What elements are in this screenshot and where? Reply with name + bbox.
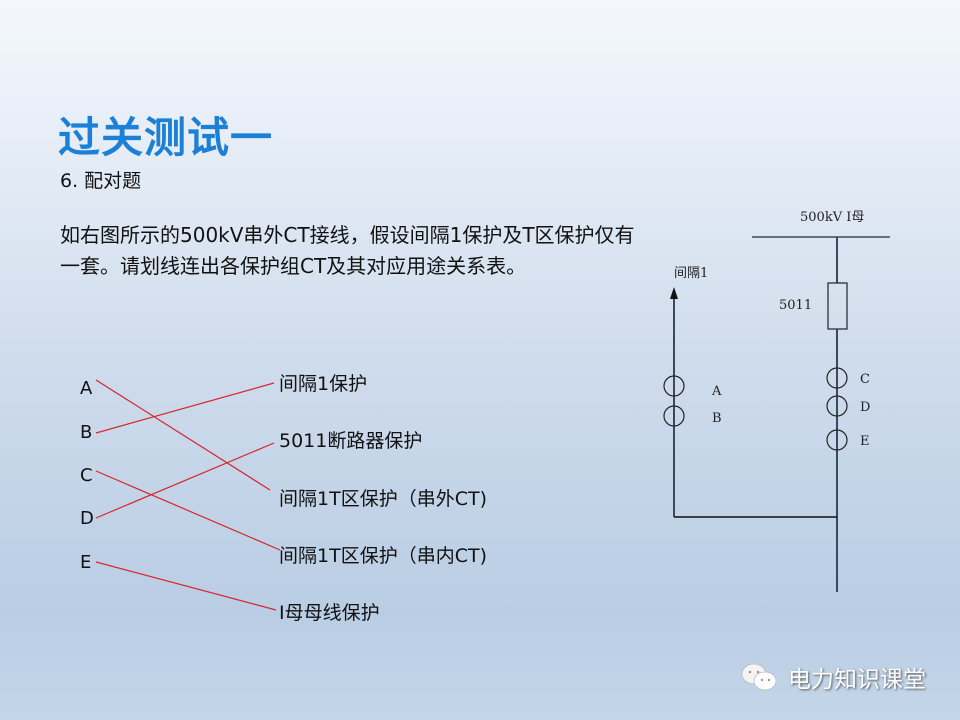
wechat-icon <box>741 663 777 691</box>
letter-a: A <box>80 378 93 399</box>
ct-label-b: B <box>712 411 722 426</box>
letter-b: B <box>80 422 93 443</box>
bus-label: 500kV I母 <box>800 210 865 225</box>
ct-label-d: D <box>860 400 871 415</box>
bay-label: 间隔1 <box>674 266 709 281</box>
question-text: 如右图所示的500kV串外CT接线，假设间隔1保护及T区保护仅有一套。请划线连出… <box>60 223 635 278</box>
question-number: 6. 配对题 <box>60 170 142 192</box>
target-t-zone-outer-ct: 间隔1T区保护（串外CT) <box>279 488 487 510</box>
single-line-diagram <box>663 236 890 592</box>
brand-name: 电力知识课堂 <box>788 667 926 693</box>
letter-c: C <box>80 465 93 486</box>
target-t-zone-inner-ct: 间隔1T区保护（串内CT) <box>279 545 487 567</box>
target-bus-protection: I母母线保护 <box>279 602 380 624</box>
brand-watermark: 电力知识课堂 <box>740 660 926 694</box>
ct-label-a: A <box>712 384 722 399</box>
breaker-label: 5011 <box>779 298 813 313</box>
page-title: 过关测试一 <box>58 113 274 162</box>
letter-e: E <box>80 552 92 573</box>
ct-label-c: C <box>860 372 870 387</box>
target-5011-breaker-protection: 5011断路器保护 <box>279 430 423 452</box>
letter-d: D <box>80 508 94 529</box>
matching-lines <box>95 379 281 611</box>
ct-label-e: E <box>860 434 870 449</box>
target-bay1-protection: 间隔1保护 <box>279 373 368 395</box>
